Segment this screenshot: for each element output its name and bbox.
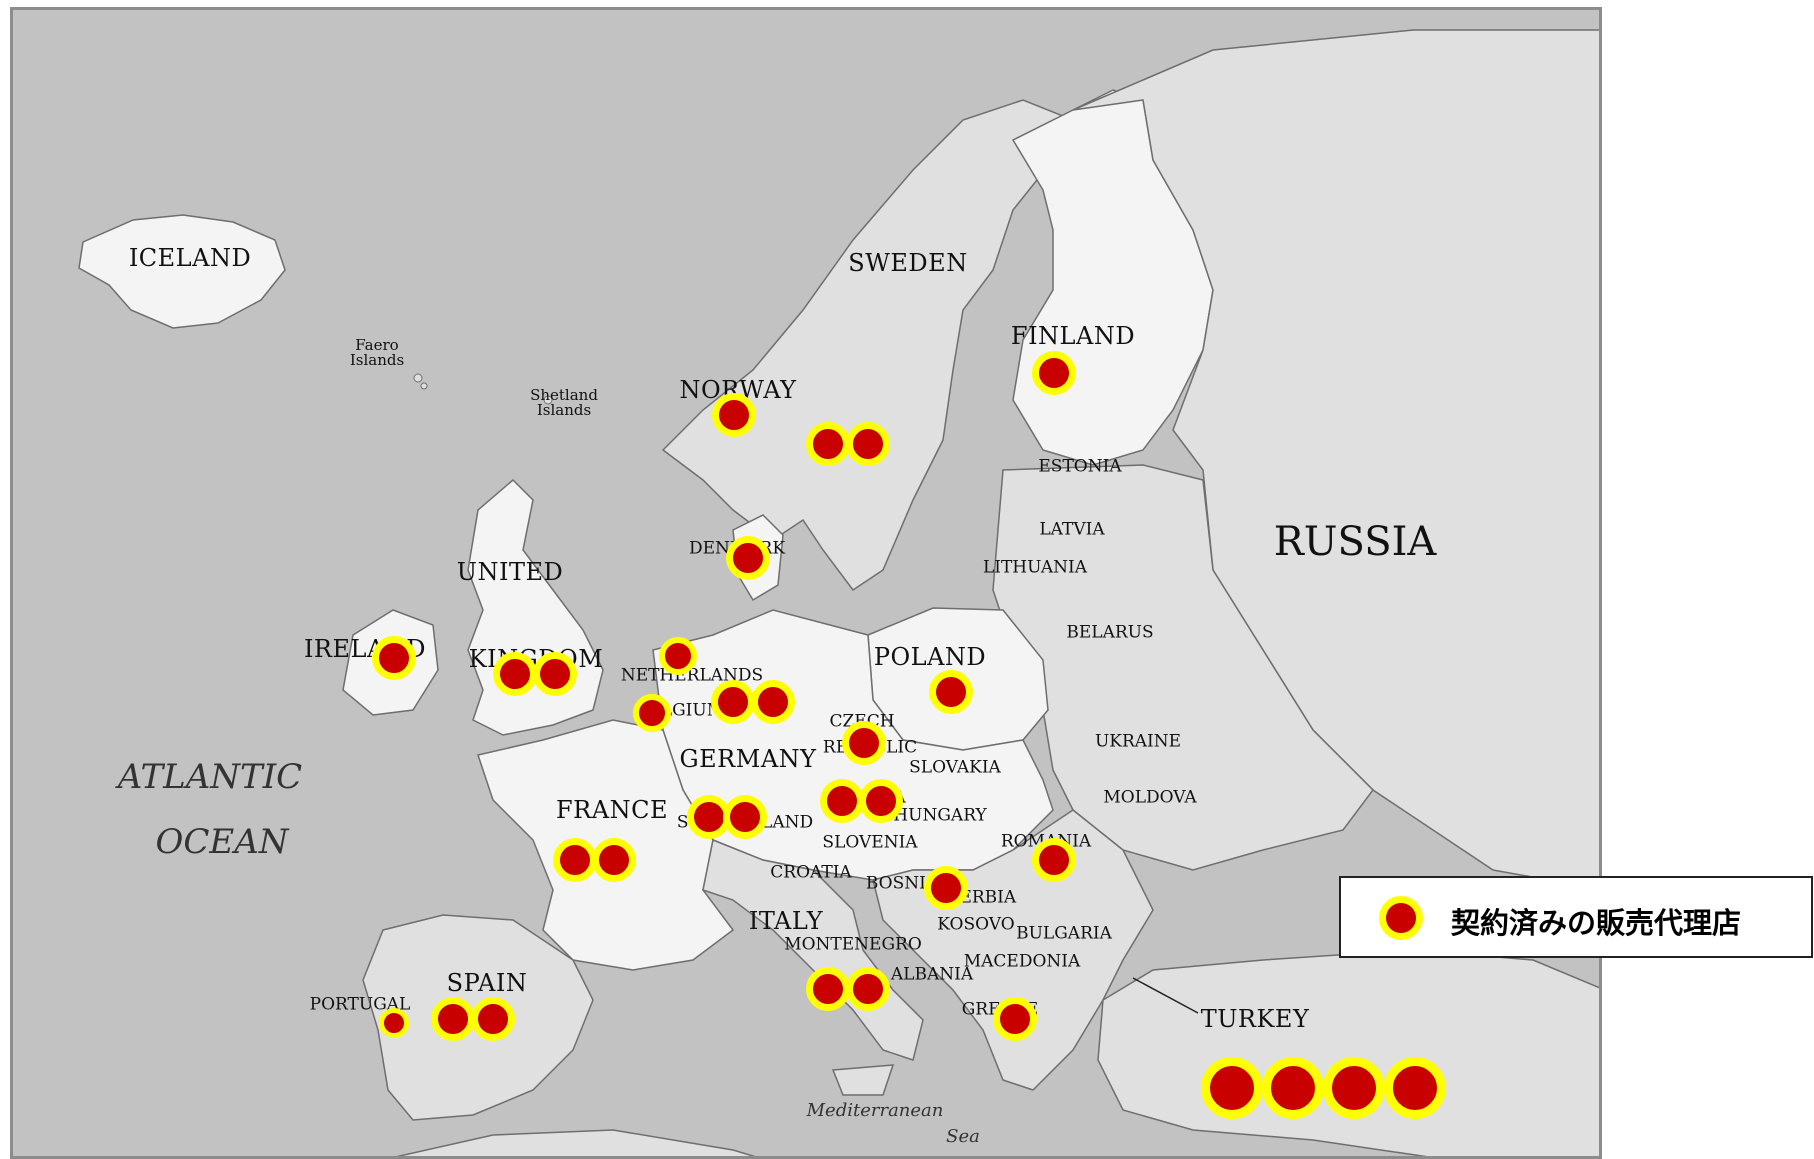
land-africa xyxy=(396,1129,756,1156)
country-label-kosovo: KOSOVO xyxy=(937,914,1015,935)
agency-marker-icon xyxy=(493,652,537,696)
land-turkey xyxy=(1097,949,1599,1156)
agency-marker-icon xyxy=(846,967,890,1011)
agency-marker-icon xyxy=(993,997,1037,1041)
country-label-russia: RUSSIA xyxy=(1273,519,1437,565)
country-label-macedonia: MACEDONIA xyxy=(963,951,1081,972)
agency-marker-icon xyxy=(431,997,475,1041)
country-label-moldova: MOLDOVA xyxy=(1103,787,1197,808)
agency-marker-icon xyxy=(806,967,850,1011)
country-label-portugal: PORTUGAL xyxy=(309,994,411,1015)
water-label-sea: Sea xyxy=(946,1126,980,1147)
island-label-faero-islands: Faero Islands xyxy=(349,336,405,369)
agency-marker-icon xyxy=(372,636,416,680)
water-label-mediterranean: Mediterranean xyxy=(806,1100,944,1121)
agency-marker-icon xyxy=(751,680,795,724)
agency-marker-icon xyxy=(842,721,886,765)
agency-marker-icon xyxy=(929,670,973,714)
land-iceland xyxy=(78,214,286,329)
agency-marker-icon xyxy=(924,866,968,910)
country-label-belarus: BELARUS xyxy=(1066,622,1154,643)
country-label-bulgaria: BULGARIA xyxy=(1016,923,1112,944)
country-label-sweden: SWEDEN xyxy=(848,249,968,277)
country-label-slovenia: SLOVENIA xyxy=(822,832,918,853)
map-legend: 契約済みの販売代理店 xyxy=(1339,876,1813,958)
agency-marker-icon xyxy=(806,422,850,466)
agency-marker-icon xyxy=(553,838,597,882)
agency-marker-icon xyxy=(723,795,767,839)
land-scandinavia xyxy=(661,99,1075,592)
agency-marker-icon xyxy=(1201,1057,1263,1119)
country-label-spain: SPAIN xyxy=(446,969,528,997)
agency-marker-icon xyxy=(1262,1057,1324,1119)
agency-marker-icon xyxy=(846,422,890,466)
country-label-poland: POLAND xyxy=(873,643,987,671)
country-label-albania: ALBANIA xyxy=(890,964,974,985)
agency-marker-icon xyxy=(859,779,903,823)
land-uk xyxy=(467,478,604,736)
agency-marker-icon xyxy=(533,652,577,696)
country-label-estonia: ESTONIA xyxy=(1038,456,1122,477)
agency-marker-icon xyxy=(1323,1057,1385,1119)
agency-marker-icon xyxy=(820,779,864,823)
water-label-atlantic: ATLANTIC xyxy=(117,757,303,797)
country-label-slovakia: SLOVAKIA xyxy=(909,757,1001,778)
country-label-croatia: CROATIA xyxy=(770,862,852,883)
land-sicily xyxy=(831,1064,895,1096)
country-label-turkey: TURKEY xyxy=(1200,1005,1310,1033)
agency-marker-icon xyxy=(726,536,770,580)
country-label-united: UNITED xyxy=(456,558,564,586)
agency-marker-icon xyxy=(592,838,636,882)
agency-marker-icon xyxy=(659,637,697,675)
water-label-ocean: OCEAN xyxy=(155,822,289,862)
legend-marker-icon xyxy=(1379,896,1423,940)
country-label-montenegro: MONTENEGRO xyxy=(784,934,922,955)
country-label-finland: FINLAND xyxy=(1010,322,1136,350)
agency-marker-icon xyxy=(379,1008,409,1038)
agency-marker-icon xyxy=(711,680,755,724)
agency-marker-icon xyxy=(712,393,756,437)
country-label-ukraine: UKRAINE xyxy=(1094,731,1182,752)
legend-label: 契約済みの販売代理店 xyxy=(1451,906,1742,940)
country-label-netherlands: NETHERLANDS xyxy=(620,665,764,686)
country-label-france: FRANCE xyxy=(556,796,668,824)
agency-marker-icon xyxy=(1384,1057,1446,1119)
agency-marker-icon xyxy=(1032,838,1076,882)
country-label-bosnia: BOSNIA xyxy=(865,873,939,894)
country-label-latvia: LATVIA xyxy=(1039,519,1105,540)
country-label-lithuania: LITHUANIA xyxy=(982,557,1088,578)
island-label-shetland-islands: Shetland Islands xyxy=(530,386,598,419)
country-label-germany: GERMANY xyxy=(679,745,817,773)
agency-marker-icon xyxy=(471,997,515,1041)
agency-marker-icon xyxy=(1032,351,1076,395)
agency-marker-icon xyxy=(633,694,671,732)
country-label-hungary: HUNGARY xyxy=(893,805,987,826)
country-label-iceland: ICELAND xyxy=(128,244,252,272)
country-label-italy: ITALY xyxy=(748,907,824,935)
